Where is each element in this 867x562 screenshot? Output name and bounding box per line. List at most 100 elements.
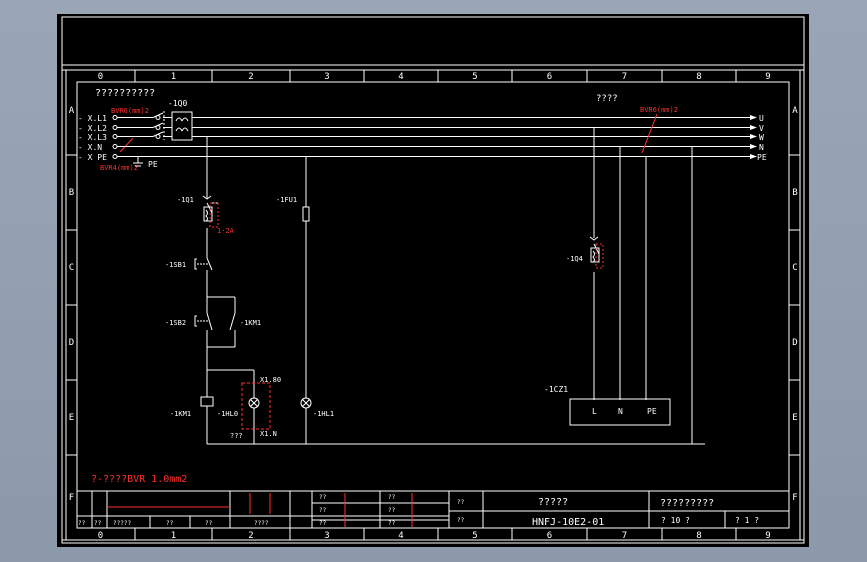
breaker-1q1-symbol [202, 195, 218, 222]
wiring-note: ?-????BVR 1.0mm2 [91, 474, 187, 485]
bus-cable-slash [641, 113, 658, 154]
company-name: ????????? [660, 498, 714, 509]
socket-pins: L N PE [592, 407, 657, 416]
tb-label-6: ???? [254, 520, 269, 527]
start-button-symbol [194, 312, 236, 331]
tb-label-b: ?? [457, 517, 465, 524]
breaker-1q1-label: -1Q1 [177, 196, 194, 204]
row-label: F [69, 493, 74, 503]
terminal-l2: - X.L2 [78, 124, 107, 133]
column-label: 2 [248, 531, 253, 541]
bus-arrows [750, 115, 757, 159]
stop-button-symbol [194, 257, 213, 271]
bus-labels: U V W N PE [757, 114, 767, 162]
supply-title: ?????????? [95, 88, 155, 99]
row-ticks [66, 154, 800, 456]
drawing-background [57, 14, 809, 547]
column-label: 5 [472, 72, 477, 82]
socket-1cz1-label: -1CZ1 [544, 385, 568, 394]
fuse-1fu1-symbol [302, 206, 310, 222]
tb-small-6: ?? [388, 520, 396, 527]
drawing-name: ????? [538, 497, 568, 508]
outer-border [61, 16, 805, 544]
column-label: 0 [98, 531, 103, 541]
title-block-lines [77, 490, 789, 528]
row-label: E [792, 413, 797, 423]
supply-cable-slash [119, 137, 134, 153]
coil-1km1-label: -1KM1 [170, 410, 191, 418]
title-block-small-labels: ?? ?? ?? ?? ?? ?? [319, 494, 396, 527]
socket-branch-wiring [593, 127, 647, 400]
stop-button-label: -1SB1 [165, 261, 186, 269]
tb-small-5: ?? [388, 507, 396, 514]
socket-pin-l: L [592, 407, 597, 416]
tb-small-4: ?? [388, 494, 396, 501]
terminal-l1: - X.L1 [78, 114, 107, 123]
column-label: 7 [622, 72, 627, 82]
fuse-1fu1-label: -1FU1 [276, 196, 297, 204]
coil-1km1-symbol [200, 396, 214, 407]
bus-label-pe: PE [757, 153, 767, 162]
supply-cable-top: BVR6(mm)2 [111, 107, 149, 115]
column-label: 2 [248, 72, 253, 82]
tb-label-a: ?? [457, 499, 465, 506]
terminal-pe: - X PE [78, 153, 107, 162]
terminal-n: - X.N [78, 143, 102, 152]
tb-label-1: ?? [78, 520, 86, 527]
tb-label-2: ?? [94, 520, 102, 527]
column-label: 5 [472, 531, 477, 541]
main-switch-label: -1Q0 [168, 99, 187, 108]
terminal-l3: - X.L3 [78, 133, 107, 142]
row-label: C [69, 263, 74, 273]
pilot-lamp-1hl1-symbol [300, 397, 312, 409]
lamp-1hl0-label: -1HL0 [217, 410, 238, 418]
sheet-total: ? 10 ? [661, 516, 690, 525]
control-wiring [206, 136, 705, 445]
supply-cable-bottom: BVR4(mm)2 [100, 164, 138, 172]
lamp-1hl0-bottom: X1.N [260, 430, 277, 438]
lamp-1hl0-symbol [248, 397, 260, 409]
title-block-left-labels: ?? ?? ????? ?? ?? ???? [78, 520, 269, 527]
contact-1km1-label: -1KM1 [240, 319, 261, 327]
breaker-1q1-rating: 1·2A [217, 227, 235, 235]
main-switch-symbol [152, 111, 193, 141]
tb-small-3: ?? [319, 520, 327, 527]
column-label: 0 [98, 72, 103, 82]
row-label: C [792, 263, 797, 273]
tb-small-2: ?? [319, 507, 327, 514]
column-label: 8 [696, 72, 701, 82]
column-label: 1 [171, 531, 176, 541]
column-label: 9 [765, 72, 770, 82]
tb-small-1: ?? [319, 494, 327, 501]
breaker-1q4-highlight [595, 243, 604, 269]
column-label: 3 [324, 531, 329, 541]
column-label: 4 [398, 72, 403, 82]
start-button-label: -1SB2 [165, 319, 186, 327]
pilot-lamp-1hl1-label: -1HL1 [313, 410, 334, 418]
row-label: F [792, 493, 797, 503]
column-label: 4 [398, 531, 403, 541]
drawing-code: HNFJ-10E2-01 [532, 517, 604, 528]
earth-symbol [133, 156, 143, 167]
lamp-1hl0-highlight [241, 382, 271, 430]
bus-label-n: N [759, 143, 764, 152]
tb-label-3: ????? [113, 520, 131, 527]
row-label: B [792, 188, 797, 198]
socket-pin-n: N [618, 407, 623, 416]
row-label: E [69, 413, 74, 423]
column-label: 6 [547, 72, 552, 82]
column-label: 6 [547, 531, 552, 541]
row-label: B [69, 188, 74, 198]
lamp-1hl0-note: ??? [230, 432, 243, 440]
breaker-1q4-label: -1Q4 [566, 255, 583, 263]
pe-label: PE [148, 160, 158, 169]
bus-label-w: W [759, 133, 764, 142]
bus-label-u: U [759, 114, 764, 123]
socket-1cz1-symbol [569, 398, 671, 426]
column-label: 8 [696, 531, 701, 541]
row-label: D [69, 338, 74, 348]
title-block-red-lines [107, 493, 413, 527]
